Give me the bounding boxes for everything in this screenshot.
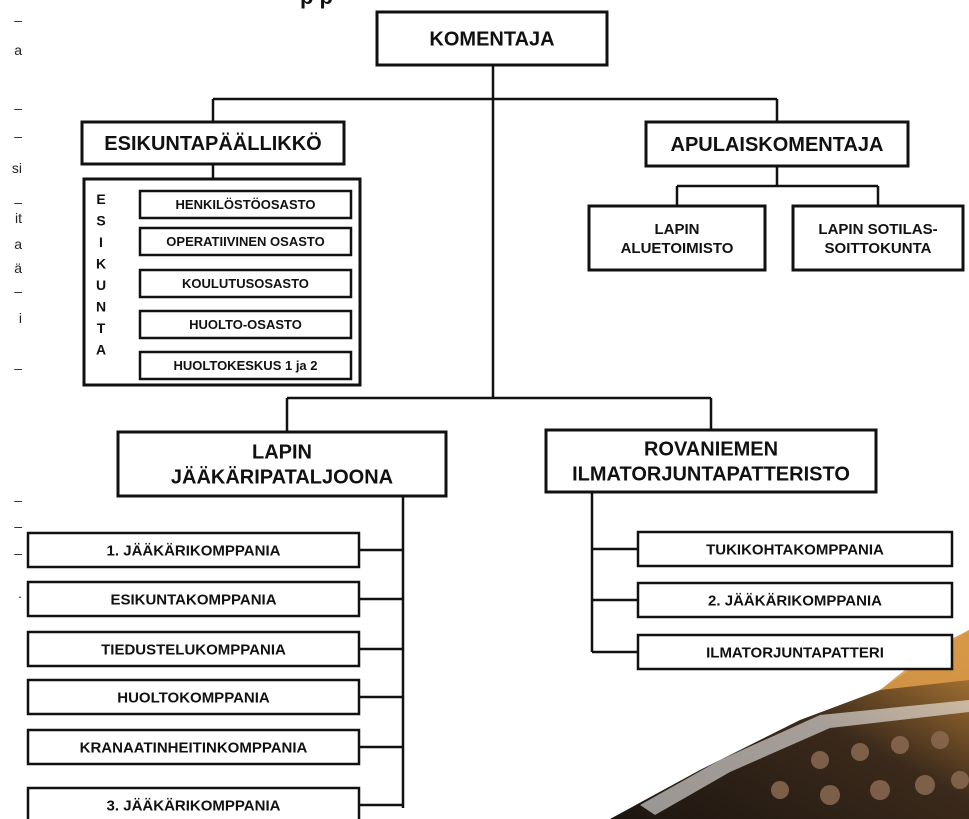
margin-fragment: si [11,160,22,176]
margin-fragment: – [14,283,22,299]
node-esikunta-unit-frame [138,226,353,257]
node-ljp-unit-frame [26,728,361,766]
node-ljp-unit-label: 1. JÄÄKÄRIKOMPPANIA [107,542,281,559]
margin-fragment: . [18,585,22,601]
node-lapin-jaakaripataljoona-label: LAPIN [252,442,312,464]
esikunta-vertical-letter: I [99,234,103,250]
node-ljp-unit-frame [26,786,361,819]
node-esikunta-unit-frame [138,350,353,381]
node-ljp-unit-label: 3. JÄÄKÄRIKOMPPANIA [107,797,281,814]
node-lapin-aluetoimisto: LAPIN ALUETOIMISTO [587,204,767,272]
node-lapin-aluetoimisto-label: LAPIN [655,221,700,238]
node-lapin-sotilassoittokunta: LAPIN SOTILAS- SOITTOKUNTA [791,204,965,272]
margin-fragment: – [14,12,22,28]
margin-fragment: ä [14,260,22,276]
margin-fragment: i [18,310,22,326]
node-esikunta-unit-label: HENKILÖSTÖOSASTO [176,197,316,212]
node-rovip-unit-label: 2. JÄÄKÄRIKOMPPANIA [708,592,882,609]
node-lapin-sotilassoittokunta-label: SOITTOKUNTA [825,240,932,257]
node-rovip-unit-frame [636,530,954,568]
connector-lines [211,65,880,808]
node-rovip-unit: ILMATORJUNTAPATTERI [636,633,954,671]
node-lapin-jaakaripataljoona-label: JÄÄKÄRIPATALJOONA [171,466,393,489]
node-lapin-aluetoimisto-frame [587,204,767,272]
node-ljp-unit: 1. JÄÄKÄRIKOMPPANIA [26,531,361,569]
node-esikunta-unit: HUOLTOKESKUS 1 ja 2 [138,350,353,381]
margin-fragment: a [14,236,22,252]
node-ljp-unit: ESIKUNTAKOMPPANIA [26,580,361,618]
node-apulaiskomentaja-frame [644,120,910,168]
node-esikunta-unit: HENKILÖSTÖOSASTO [138,189,353,220]
node-ljp-unit-frame [26,678,361,716]
margin-fragment: – [14,100,22,116]
node-esikunta-unit: HUOLTO-OSASTO [138,309,353,340]
node-ljp-unit-label: ESIKUNTAKOMPPANIA [110,591,276,608]
esikunta-vertical-letter: U [96,277,106,293]
margin-fragment: – [14,194,22,210]
node-rovip-unit-frame [636,581,954,619]
esikunta-vertical-letter: K [96,256,106,272]
node-komentaja-label: KOMENTAJA [429,29,554,51]
node-esikunta-unit-label: KOULUTUSOSASTO [182,276,309,291]
node-ljp-unit: 3. JÄÄKÄRIKOMPPANIA [26,786,361,819]
node-ljp-unit-label: HUOLTOKOMPPANIA [117,689,270,706]
node-esikuntapaallikko-frame [80,120,346,166]
node-rovip-unit-label: ILMATORJUNTAPATTERI [706,644,884,661]
node-komentaja: KOMENTAJA [375,10,609,67]
margin-fragment: – [14,492,22,508]
node-ljp-unit: HUOLTOKOMPPANIA [26,678,361,716]
node-esikunta-unit-frame [138,189,353,220]
margin-fragment: it [15,210,22,226]
nodes: p p KOMENTAJA ESIKUNTAPÄÄLLIKKÖ APULAISKOME… [26,0,965,819]
node-komentaja-frame [375,10,609,67]
node-apulaiskomentaja: APULAISKOMENTAJA [644,120,910,168]
node-esikunta-unit: KOULUTUSOSASTO [138,268,353,299]
node-ljp-unit: KRANAATINHEITINKOMPPANIA [26,728,361,766]
esikunta-vertical-letter: S [96,213,105,229]
node-rovip-unit: TUKIKOHTAKOMPPANIA [636,530,954,568]
node-lapin-aluetoimisto-label: ALUETOIMISTO [621,240,734,257]
node-rovip-unit-frame [636,633,954,671]
margin-fragment: – [14,545,22,561]
node-rovaniemen-ilmatorjuntapatteristo-frame [544,428,878,494]
node-esikunta-unit-frame [138,309,353,340]
margin-fragment: – [14,518,22,534]
esikunta-vertical-letter: E [96,191,105,207]
node-esikunta-unit-frame [138,268,353,299]
node-rovaniemen-ilmatorjuntapatteristo-label: ROVANIEMEN [644,439,778,461]
node-apulaiskomentaja-label: APULAISKOMENTAJA [671,134,884,156]
node-rovip-unit: 2. JÄÄKÄRIKOMPPANIA [636,581,954,619]
margin-fragment: – [14,128,22,144]
node-esikuntapaallikko-label: ESIKUNTAPÄÄLLIKKÖ [104,132,321,155]
node-esikunta-unit-label: HUOLTOKESKUS 1 ja 2 [174,358,318,373]
node-rovaniemen-ilmatorjuntapatteristo-label: ILMATORJUNTAPATTERISTO [572,464,850,486]
node-rovip-unit-label: TUKIKOHTAKOMPPANIA [706,541,884,558]
node-esikunta-unit-label: HUOLTO-OSASTO [189,317,302,332]
node-ljp-unit-frame [26,531,361,569]
esikunta-vertical-letter: T [97,320,106,336]
node-ljp-unit-frame [26,580,361,618]
node-ljp-unit-label: KRANAATINHEITINKOMPPANIA [80,739,308,756]
node-lapin-sotilassoittokunta-label: LAPIN SOTILAS- [818,221,937,238]
node-ljp-unit-label: TIEDUSTELUKOMPPANIA [101,641,286,658]
margin-fragment: a [14,42,22,58]
node-rovaniemen-ilmatorjuntapatteristo: ROVANIEMEN ILMATORJUNTAPATTERISTO [544,428,878,494]
node-ljp-unit: TIEDUSTELUKOMPPANIA [26,630,361,668]
esikunta-vertical-letter: N [96,299,106,315]
clipped-title-fragment: p p [300,0,333,9]
node-esikuntapaallikko: ESIKUNTAPÄÄLLIKKÖ [80,120,346,166]
node-esikunta-unit-label: OPERATIIVINEN OSASTO [166,234,324,249]
esikunta-vertical-letter: A [96,342,106,358]
margin-fragment: – [14,360,22,376]
node-ljp-unit-frame [26,630,361,668]
node-lapin-sotilassoittokunta-frame [791,204,965,272]
node-esikunta-unit: OPERATIIVINEN OSASTO [138,226,353,257]
node-lapin-jaakaripataljoona-frame [116,430,448,498]
